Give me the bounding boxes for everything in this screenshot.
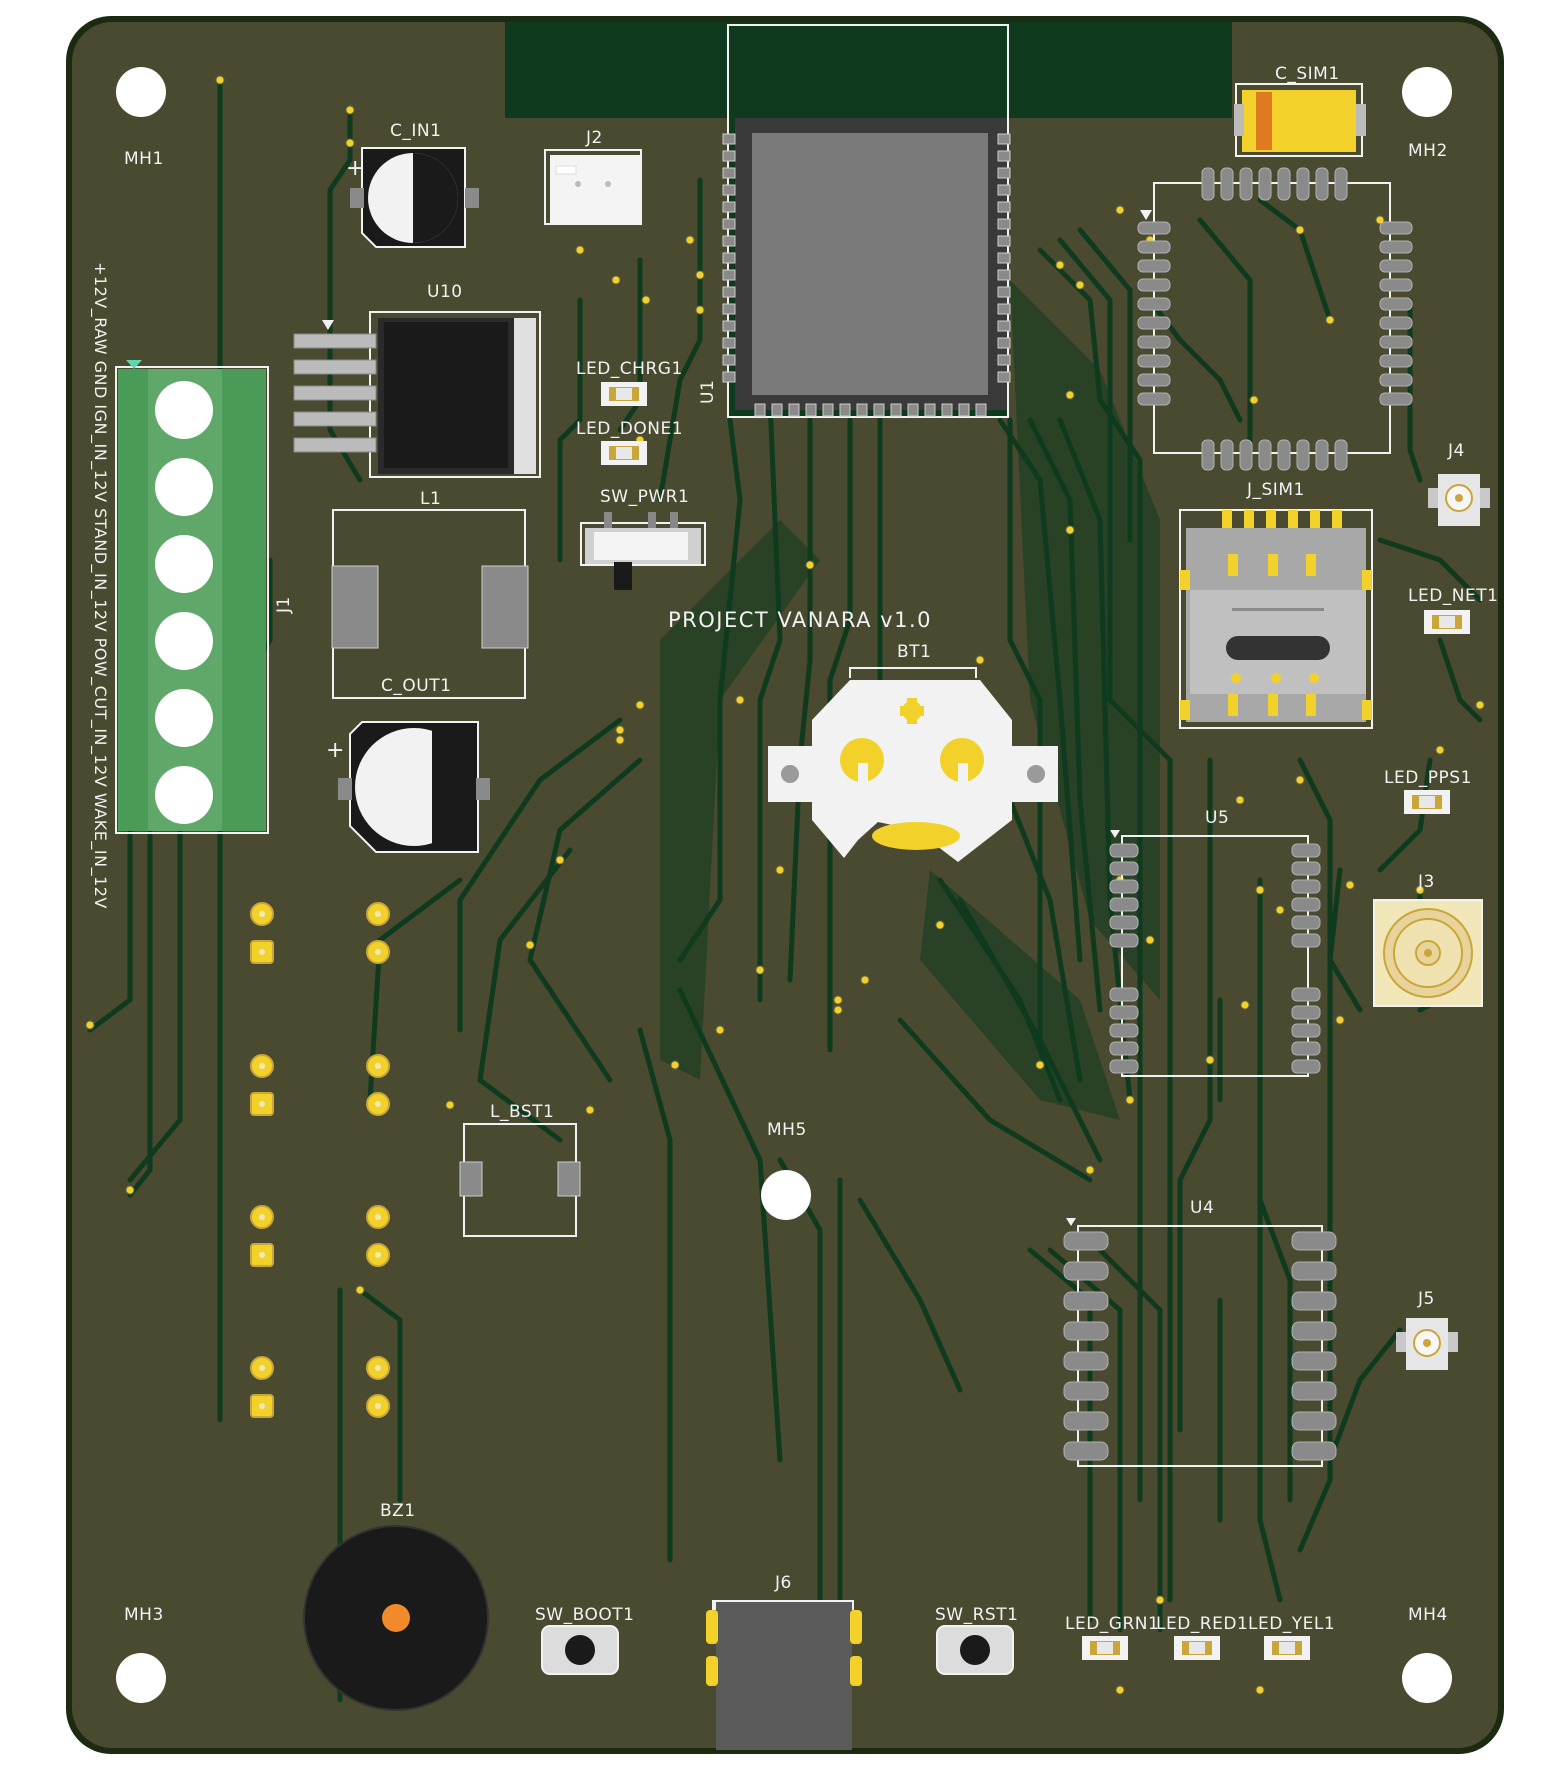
j6-label: J6: [775, 1573, 792, 1593]
led-yel1: [1264, 1636, 1310, 1660]
mh4-hole: [1402, 1653, 1452, 1703]
sw-pwr1: [580, 512, 706, 590]
led-net1-label: LED_NET1: [1408, 586, 1499, 606]
led-red1-label: LED_RED1: [1156, 1614, 1249, 1634]
led-red1: [1174, 1636, 1220, 1660]
u4-label: U4: [1190, 1198, 1215, 1218]
j6-usb-connector: [706, 1600, 862, 1750]
u5-label: U5: [1205, 808, 1230, 828]
mh1-label: MH1: [124, 149, 164, 169]
j1-label: J1: [274, 596, 294, 613]
sw-boot1: [541, 1625, 619, 1675]
u5-module: [1109, 830, 1321, 1077]
l1-label: L1: [420, 489, 442, 509]
mh5-hole: [761, 1170, 811, 1220]
c-in1-capacitor: +: [346, 147, 479, 248]
l-bst1-label: L_BST1: [490, 1102, 555, 1122]
mh1-hole: [116, 67, 166, 117]
mh2-hole: [1402, 67, 1452, 117]
l1-inductor: [331, 509, 529, 699]
led-pps1-label: LED_PPS1: [1384, 768, 1472, 788]
j-sim1-label: J_SIM1: [1247, 480, 1305, 500]
u1-module: [722, 24, 1011, 418]
j2-connector: [544, 149, 642, 225]
c-sim1-label: C_SIM1: [1275, 64, 1340, 84]
copper-pour: [660, 280, 1160, 1120]
led-chrg1: [601, 382, 647, 406]
mh5-label: MH5: [767, 1120, 807, 1140]
sw-rst1-label: SW_RST1: [935, 1605, 1019, 1625]
led-net1: [1424, 610, 1470, 634]
u10-label: U10: [427, 282, 463, 302]
l-bst1-inductor: [459, 1123, 581, 1237]
sw-boot1-label: SW_BOOT1: [535, 1605, 635, 1625]
led-pps1: [1404, 790, 1450, 814]
gsm-module-footprint: [1137, 167, 1413, 471]
c-sim1: [1234, 83, 1366, 157]
j5-label: J5: [1418, 1289, 1435, 1309]
board-title: PROJECT VANARA v1.0: [668, 608, 932, 632]
svg-text:+: +: [326, 738, 344, 763]
j4-ufl-connector: [1428, 474, 1490, 526]
mh3-hole: [116, 1653, 166, 1703]
bz1-label: BZ1: [380, 1501, 416, 1521]
j-sim1-holder: [1179, 509, 1373, 729]
led-grn1-label: LED_GRN1: [1065, 1614, 1160, 1634]
led-done1: [601, 441, 647, 465]
mh3-label: MH3: [124, 1605, 164, 1625]
led-chrg1-label: LED_CHRG1: [576, 359, 683, 379]
svg-text:+: +: [346, 156, 364, 181]
bt1-battery-holder: [768, 667, 1058, 862]
led-yel1-label: LED_YEL1: [1248, 1614, 1336, 1634]
j2-label: J2: [586, 128, 603, 148]
u10-regulator: [293, 311, 541, 478]
vias: [85, 75, 1485, 1695]
led-grn1: [1082, 1636, 1128, 1660]
header-pads: [250, 902, 390, 1418]
u1-label: U1: [698, 379, 718, 404]
c-out1-label: C_OUT1: [381, 676, 452, 696]
j3-label: J3: [1418, 872, 1435, 892]
bz1-buzzer: [303, 1525, 489, 1711]
j1-terminal-block: [115, 360, 269, 834]
sw-pwr1-label: SW_PWR1: [600, 487, 690, 507]
mh2-label: MH2: [1408, 141, 1448, 161]
led-done1-label: LED_DONE1: [576, 419, 684, 439]
j4-label: J4: [1448, 441, 1465, 461]
mh4-label: MH4: [1408, 1605, 1448, 1625]
sw-rst1: [936, 1625, 1014, 1675]
c-out1-capacitor: +: [326, 721, 490, 853]
u4-module: [1063, 1218, 1337, 1467]
bt1-label: BT1: [897, 642, 932, 662]
j1-pin-labels: +12V_RAW GND IGN_IN_12V STAND_IN_12V POW…: [91, 262, 110, 909]
j3-sma-connector: [1373, 899, 1483, 1007]
j5-ufl-connector: [1396, 1318, 1458, 1370]
c-in1-label: C_IN1: [390, 121, 442, 141]
